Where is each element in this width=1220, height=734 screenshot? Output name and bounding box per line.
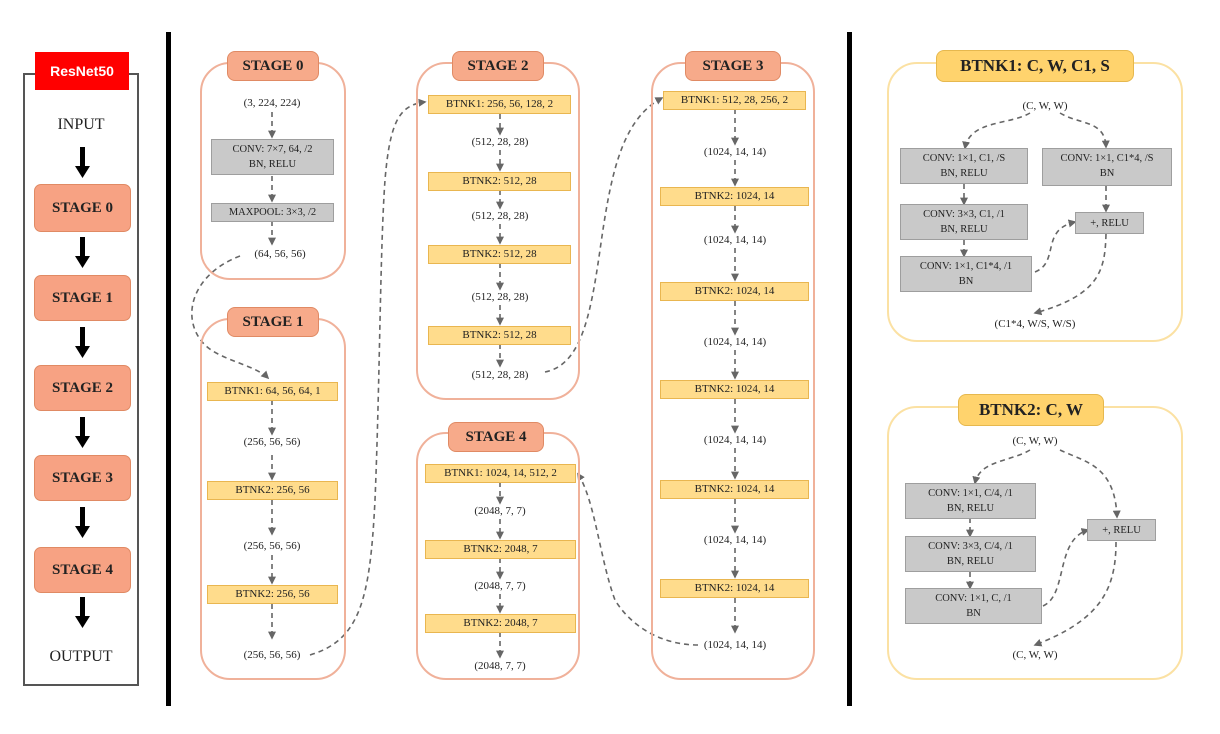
input-label: INPUT	[57, 116, 105, 133]
left-stage-2[interactable]: STAGE 2	[34, 365, 131, 411]
conv-line: CONV: 3×3, C1, /1	[923, 209, 1005, 220]
btnk-block[interactable]: BTNK1: 64, 56, 64, 1	[207, 382, 338, 401]
shape-label: (1024, 14, 14)	[703, 336, 767, 348]
conv-line: BN, RELU	[940, 168, 988, 179]
conv-line: BN	[958, 276, 974, 287]
left-stage-3[interactable]: STAGE 3	[34, 455, 131, 501]
shape-label: (1024, 14, 14)	[703, 534, 767, 546]
add-relu-block[interactable]: +, RELU	[1075, 212, 1144, 234]
btnk2-title: BTNK2: C, W	[958, 394, 1104, 426]
right-divider	[847, 32, 852, 706]
shape-label: (1024, 14, 14)	[703, 234, 767, 246]
conv-line: BN	[966, 608, 981, 619]
btnk-block[interactable]: BTNK2: 512, 28	[428, 172, 571, 191]
btnk-block[interactable]: BTNK2: 256, 56	[207, 481, 338, 500]
shortcut-conv-block[interactable]: CONV: 1×1, C1*4, /S BN	[1042, 148, 1172, 186]
shape-label: (C1*4, W/S, W/S)	[994, 318, 1076, 330]
conv-block[interactable]: CONV: 3×3, C1, /1 BN, RELU	[900, 204, 1028, 240]
conv-line: CONV: 1×1, C1*4, /S	[1060, 153, 1154, 164]
shape-label: (C, W, W)	[1012, 649, 1058, 661]
btnk-block[interactable]: BTNK1: 512, 28, 256, 2	[663, 91, 806, 110]
shape-label: (512, 28, 28)	[471, 136, 529, 148]
btnk-block[interactable]: BTNK2: 256, 56	[207, 585, 338, 604]
btnk-block[interactable]: BTNK2: 1024, 14	[660, 282, 809, 301]
conv-block[interactable]: CONV: 3×3, C/4, /1 BN, RELU	[905, 536, 1036, 572]
conv-line: CONV: 1×1, C1*4, /1	[919, 261, 1013, 272]
conv-block[interactable]: CONV: 1×1, C, /1 BN	[905, 588, 1042, 624]
btnk-block[interactable]: BTNK1: 1024, 14, 512, 2	[425, 464, 576, 483]
shape-label: (512, 28, 28)	[471, 291, 529, 303]
conv-line: CONV: 3×3, C/4, /1	[928, 541, 1013, 552]
btnk-block[interactable]: BTNK2: 1024, 14	[660, 480, 809, 499]
panel-top-border	[23, 73, 35, 75]
shape-label: (2048, 7, 7)	[474, 660, 526, 672]
conv-block[interactable]: CONV: 7×7, 64, /2 BN, RELU	[211, 139, 334, 175]
shape-label: (C, W, W)	[1022, 100, 1068, 112]
left-stage-4[interactable]: STAGE 4	[34, 547, 131, 593]
shape-label: (1024, 14, 14)	[703, 434, 767, 446]
stage-1-title: STAGE 1	[227, 307, 319, 337]
conv-line: CONV: 1×1, C/4, /1	[928, 488, 1013, 499]
shape-label: (3, 224, 224)	[243, 97, 301, 109]
shape-label: (64, 56, 56)	[254, 248, 306, 260]
btnk-block[interactable]: BTNK2: 512, 28	[428, 326, 571, 345]
conv-line: CONV: 7×7, 64, /2	[232, 144, 313, 155]
btnk-block[interactable]: BTNK1: 256, 56, 128, 2	[428, 95, 571, 114]
maxpool-block[interactable]: MAXPOOL: 3×3, /2	[211, 203, 334, 222]
conv-line: BN, RELU	[946, 503, 995, 514]
shape-label: (C, W, W)	[1012, 435, 1058, 447]
shape-label: (512, 28, 28)	[471, 210, 529, 222]
conv-block[interactable]: CONV: 1×1, C/4, /1 BN, RELU	[905, 483, 1036, 519]
stage-3-title: STAGE 3	[685, 51, 781, 81]
shape-label: (1024, 14, 14)	[703, 639, 767, 651]
left-stage-1[interactable]: STAGE 1	[34, 275, 131, 321]
model-overview-panel	[23, 74, 139, 686]
conv-line: BN, RELU	[940, 224, 988, 235]
shape-label: (1024, 14, 14)	[703, 146, 767, 158]
shape-label: (256, 56, 56)	[243, 649, 301, 661]
conv-line: CONV: 1×1, C, /1	[935, 593, 1012, 604]
stage-2-title: STAGE 2	[452, 51, 544, 81]
stage-0-title: STAGE 0	[227, 51, 319, 81]
btnk1-title: BTNK1: C, W, C1, S	[936, 50, 1134, 82]
conv-line: CONV: 1×1, C1, /S	[922, 153, 1006, 164]
btnk-block[interactable]: BTNK2: 2048, 7	[425, 614, 576, 633]
conv-line: BN	[1099, 168, 1115, 179]
shape-label: (2048, 7, 7)	[474, 505, 526, 517]
shape-label: (512, 28, 28)	[471, 369, 529, 381]
btnk-block[interactable]: BTNK2: 1024, 14	[660, 187, 809, 206]
conv-block[interactable]: CONV: 1×1, C1*4, /1 BN	[900, 256, 1032, 292]
conv-line: BN, RELU	[946, 556, 995, 567]
shape-label: (2048, 7, 7)	[474, 580, 526, 592]
conv-line: BN, RELU	[248, 159, 297, 170]
add-relu-block[interactable]: +, RELU	[1087, 519, 1156, 541]
output-label: OUTPUT	[49, 648, 113, 665]
shape-label: (256, 56, 56)	[243, 436, 301, 448]
left-stage-0[interactable]: STAGE 0	[34, 184, 131, 232]
btnk-block[interactable]: BTNK2: 1024, 14	[660, 380, 809, 399]
btnk-block[interactable]: BTNK2: 1024, 14	[660, 579, 809, 598]
panel-top-border	[129, 73, 139, 75]
btnk-block[interactable]: BTNK2: 2048, 7	[425, 540, 576, 559]
btnk-block[interactable]: BTNK2: 512, 28	[428, 245, 571, 264]
shape-label: (256, 56, 56)	[243, 540, 301, 552]
left-divider	[166, 32, 171, 706]
model-name-badge: ResNet50	[35, 52, 129, 90]
conv-block[interactable]: CONV: 1×1, C1, /S BN, RELU	[900, 148, 1028, 184]
stage-4-title: STAGE 4	[448, 422, 544, 452]
